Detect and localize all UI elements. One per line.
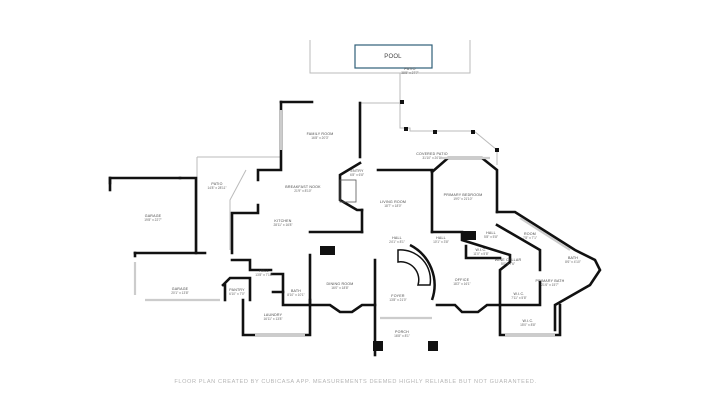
room-dimensions: 21'9" x 8'10" xyxy=(294,189,311,193)
stairs xyxy=(339,179,436,301)
room-dimensions: 8'6" x 4'10" xyxy=(565,260,581,264)
room-name: BATH xyxy=(568,256,578,260)
room-dimensions: 19'0" x 21'10" xyxy=(453,197,472,201)
room-dimensions: 5'0" x 7'6" xyxy=(501,262,515,266)
room-name: GARAGE xyxy=(172,287,189,291)
room-name: W.I.C. xyxy=(514,292,525,296)
room-name: DINING ROOM xyxy=(327,282,354,286)
room-dimensions: 28'11" x 16'8" xyxy=(273,223,292,227)
windows xyxy=(133,110,571,337)
room-name: GARAGE xyxy=(145,214,162,218)
room-dimensions: 8'10" x 10'1" xyxy=(287,293,304,297)
solid-columns xyxy=(320,100,499,351)
room-dimensions: 16'0" x 18'8" xyxy=(331,286,348,290)
room-name: POOL xyxy=(384,54,402,60)
room-name: ROOM xyxy=(524,232,536,236)
room-label: POOL xyxy=(384,54,402,60)
room-name: PANTRY xyxy=(229,288,245,292)
room-name: PRIMARY BATH xyxy=(536,279,565,283)
room-label: W.I.C.11'0" x 5'8" xyxy=(473,248,488,256)
outdoor-outlines xyxy=(196,40,498,253)
room-name: PRIMARY BEDROOM xyxy=(444,193,483,197)
room-dimensions: 19'8" x 22'7" xyxy=(144,218,161,222)
room-dimensions: 6'10" x 7'0" xyxy=(229,292,245,296)
room-name: COVERED PATIO xyxy=(416,152,448,156)
room-name: LIVING ROOM xyxy=(380,200,406,204)
room-name: W.I.C. xyxy=(523,319,534,323)
room-dimensions: 6'8" x 6'8" xyxy=(350,173,364,177)
room-name: FOYER xyxy=(391,294,405,298)
room-name: HALL xyxy=(392,236,402,240)
room-name: KITCHEN xyxy=(274,219,291,223)
room-dimensions: 31'10" x 20'1" xyxy=(422,156,441,160)
room-dimensions: 18'7" x 18'0" xyxy=(384,204,401,208)
room-dimensions: 5'8" x 5'8" xyxy=(484,235,498,239)
room-dimensions: 20'1" x 13'8" xyxy=(171,291,188,295)
room-name: BATH xyxy=(291,289,301,293)
room-dimensions: 7'11" x 5'8" xyxy=(511,296,526,300)
room-name: PATIO xyxy=(404,67,415,71)
room-dimensions: 16'11" x 13'8" xyxy=(263,317,282,321)
room-dimensions: 10'1" x 3'8" xyxy=(433,240,449,244)
room-dimensions: 38'8" x 27'7" xyxy=(401,71,418,75)
room-name: HALL xyxy=(436,236,446,240)
room-name: HALL xyxy=(259,269,269,273)
room-name: WINE CELLAR xyxy=(495,258,522,262)
room-dimensions: 15'0" x 8'8" xyxy=(520,323,536,327)
room-name: W.I.C. xyxy=(476,248,487,252)
room-dimensions: 13'8" x 7'10" xyxy=(255,273,272,277)
room-name: PORCH xyxy=(395,330,409,334)
room-dimensions: 13'8" x 21'0" xyxy=(389,298,406,302)
room-dimensions: 11'0" x 5'8" xyxy=(473,252,488,256)
room-dimensions: 24'1" x 8'1" xyxy=(389,240,405,244)
footer-disclaimer: FLOOR PLAN CREATED BY CUBICASA APP. MEAS… xyxy=(174,379,537,385)
room-name: HALL xyxy=(486,231,496,235)
room-dimensions: 7'8" x 7'1" xyxy=(523,236,537,240)
room-dimensions: 14'8" x 28'11" xyxy=(207,186,226,190)
walls xyxy=(108,100,602,357)
room-dimensions: 16'8" x 8'1" xyxy=(394,334,410,338)
room-name: LAUNDRY xyxy=(264,313,283,317)
room-dimensions: 21'6" x 15'7" xyxy=(541,283,558,287)
room-name: BREAKFAST NOOK xyxy=(285,185,321,189)
room-name: PATIO xyxy=(211,182,222,186)
room-name: ENTRY xyxy=(350,169,364,173)
pool xyxy=(354,44,433,69)
room-name: OFFICE xyxy=(455,278,470,282)
room-name: FAMILY ROOM xyxy=(307,132,334,136)
room-label: W.I.C.7'11" x 5'8" xyxy=(511,292,526,300)
room-dimensions: 16'8" x 20'3" xyxy=(311,136,328,140)
room-label: W.I.C.15'0" x 8'8" xyxy=(520,319,536,327)
room-dimensions: 18'2" x 16'1" xyxy=(453,282,470,286)
